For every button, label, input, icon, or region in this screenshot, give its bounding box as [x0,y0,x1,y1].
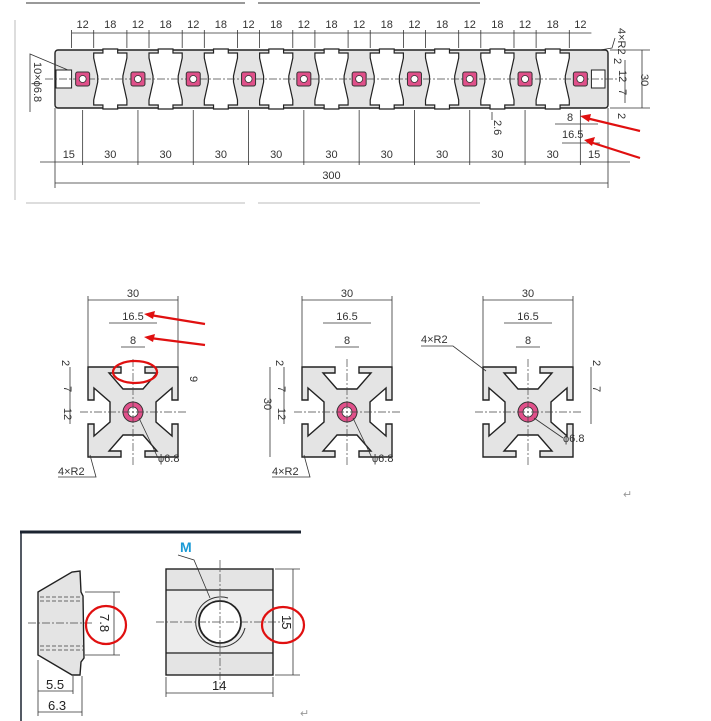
width-dim: 30 [127,288,139,300]
slot-opening-dim: 8 [525,335,531,347]
dim-2-bottom: 2 [615,113,627,119]
bottom-dim-label: 15 [63,149,75,161]
dim-2: 2 [590,360,602,366]
total-length-label: 300 [322,170,340,182]
slot-width-dim: 16.5 [336,311,357,323]
radius-callout: 4×R2 [272,466,299,478]
slot-width-dim: 16.5 [562,129,583,141]
dim-2-top: 2 [611,58,623,64]
slot-width-dim: 16.5 [122,311,143,323]
hole-callout: ϕ6.8 [372,453,393,465]
width-dim: 30 [522,288,534,300]
wall-dim: 2.6 [491,120,503,135]
height-dim: 30 [261,398,273,410]
slot-opening-dim: 8 [567,112,573,124]
bottom-dim-label: 30 [381,149,393,161]
dim-9: 9 [187,376,199,382]
profile-cross-sections: 3016.58271294×R2ϕ6.83016.582712304×R2ϕ6.… [58,288,602,478]
hole-callout: 10×ϕ6.8 [31,62,43,102]
top-dim-label: 12 [408,19,420,31]
top-dim-label: 12 [574,19,586,31]
corner-radius-label: 4×R2 [615,28,627,55]
radius-callout: 4×R2 [421,334,448,346]
top-dim-label: 12 [132,19,144,31]
slot-opening-dim: 8 [344,335,350,347]
bottom-dim-label: 30 [270,149,282,161]
dim-12: 12 [616,70,628,82]
return-mark-2: ↵ [300,708,309,720]
top-dim-label: 12 [353,19,365,31]
dim-7: 7 [275,386,287,392]
top-dim-label: 12 [519,19,531,31]
top-dim-label: 18 [547,19,559,31]
bottom-dim-label: 30 [491,149,503,161]
tnut-height-dim: 7.8 [97,614,112,632]
bottom-dim-label: 30 [547,149,559,161]
radius-callout: 4×R2 [58,466,85,478]
top-dim-label: 18 [325,19,337,31]
thread-label: M [180,539,192,555]
top-frame [14,2,480,204]
top-dim-label: 18 [491,19,503,31]
dim-12: 12 [275,408,287,420]
return-mark: ↵ [623,489,632,501]
width-dim: 30 [341,288,353,300]
dim-7: 7 [590,386,602,392]
bottom-dim-label: 30 [215,149,227,161]
dim-12: 12 [61,408,73,420]
top-dimensions: 12 18 12 18 12 18 12 18 12 18 12 18 12 18 12 18 12 18 12 15… [40,19,630,188]
dim-7: 7 [61,386,73,392]
top-dim-label: 18 [270,19,282,31]
mid-red-annotations [111,311,206,385]
extrusion-profile-300 [45,48,618,110]
top-dim-label: 12 [242,19,254,31]
t-slot [93,48,128,110]
top-dim-label: 12 [464,19,476,31]
bottom-dim-label: 30 [325,149,337,161]
top-dim-label: 12 [77,19,89,31]
top-red-arrows [580,114,641,160]
hole-callout: ϕ6.8 [563,433,584,445]
bottom-dim-label: 30 [159,149,171,161]
tnut-drawing: 7.8 5.5 6.3 M 15 14 ↵ [20,530,309,721]
profile-section-3: 30 16.5 8 2 7 4×R2 ϕ6.8 [421,288,602,467]
height-dim: 30 [638,74,650,86]
t-slot [148,48,183,110]
slot-opening-dim: 8 [130,335,136,347]
top-dim-label: 12 [187,19,199,31]
hole-callout: ϕ6.8 [158,453,179,465]
bottom-dim-label: 30 [104,149,116,161]
tnut-depth-dim: 6.3 [48,698,66,713]
slot-width-dim: 16.5 [517,311,538,323]
bottom-dim-label: 30 [436,149,448,161]
tnut-width-dim: 15 [279,615,294,629]
top-right-dimensions: 4×R2 30 2 12 7 2 8 16.5 2.6 10×ϕ6.8 [29,28,650,144]
profile-section-1: 30 16.5 8 2 7 12 9 4×R2 ϕ6.8 [58,288,199,478]
bottom-dim-label: 15 [588,149,600,161]
top-dim-label: 18 [381,19,393,31]
top-dim-label: 18 [104,19,116,31]
top-dim-label: 18 [215,19,227,31]
dim-2: 2 [59,360,71,366]
top-dim-label: 12 [298,19,310,31]
top-dim-label: 18 [436,19,448,31]
tnut-step-dim: 5.5 [46,677,64,692]
tnut-length-dim: 14 [212,678,226,693]
dim-7: 7 [616,89,628,95]
top-dim-label: 18 [159,19,171,31]
dim-2: 2 [273,360,285,366]
